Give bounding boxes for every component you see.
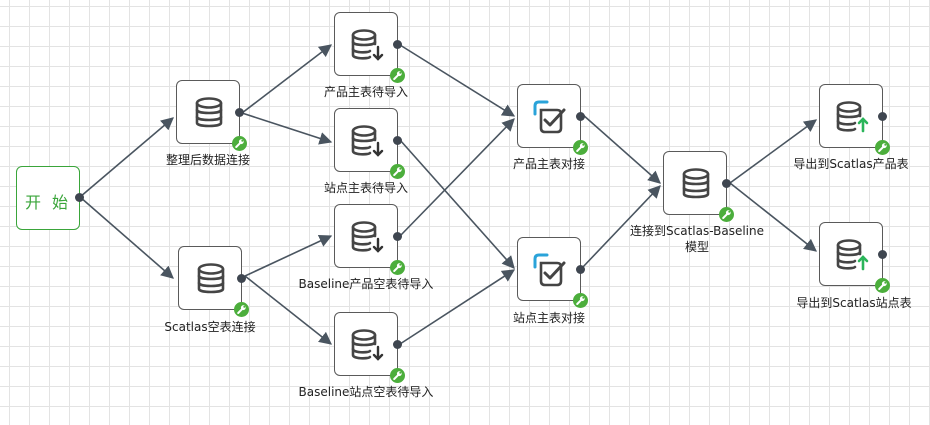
node-label: 站点主表待导入 (323, 181, 408, 195)
wrench-badge-icon (573, 140, 588, 155)
node-label: Scatlas空表连接 (164, 320, 256, 334)
database-import-icon (351, 29, 384, 61)
node-product-master-import[interactable] (334, 12, 405, 83)
edge-site-match-to-baseline-conn[interactable] (581, 185, 661, 269)
node-product-master-match[interactable] (517, 84, 588, 155)
node-label: Baseline产品空表待导入 (298, 277, 434, 291)
node-baseline-site-import[interactable] (334, 312, 405, 383)
edge-product-import-to-product-match[interactable] (399, 44, 516, 117)
database-icon (197, 263, 225, 294)
edge-product-match-to-baseline-conn[interactable] (581, 113, 661, 184)
node-label: 整理后数据连接 (165, 153, 250, 167)
edge-scatlas-to-baseline-site[interactable] (244, 275, 333, 345)
node-site-master-match[interactable] (517, 237, 588, 308)
node-label: 导出到Scatlas产品表 (793, 157, 909, 171)
edge-site-import-to-site-match[interactable] (399, 139, 515, 269)
wrench-badge-icon (719, 207, 734, 222)
start-label: 开 始 (24, 193, 72, 212)
wrench-badge-icon (875, 278, 890, 293)
edge-tidy-to-site-import[interactable] (241, 112, 333, 145)
wrench-badge-icon (390, 368, 405, 383)
wrench-badge-icon (232, 136, 247, 151)
checkbox-icon (533, 253, 566, 287)
wrench-badge-icon (390, 164, 405, 179)
node-site-master-import[interactable] (334, 108, 405, 179)
output-port[interactable] (235, 108, 244, 117)
database-export-icon (836, 239, 869, 271)
database-import-icon (351, 221, 384, 253)
output-port[interactable] (393, 40, 402, 49)
node-baseline-product-import[interactable] (334, 204, 405, 275)
node-label: Baseline站点空表待导入 (298, 385, 434, 399)
database-export-icon (836, 101, 869, 133)
node-label: 产品主表对接 (512, 157, 585, 171)
edge-scatlas-to-baseline-product[interactable] (244, 235, 333, 277)
edge-tidy-to-product-import[interactable] (241, 44, 333, 114)
output-port[interactable] (75, 193, 84, 202)
node-scatlas-empty-connection[interactable] (178, 246, 249, 317)
wrench-badge-icon (234, 302, 249, 317)
edge-baseline-conn-to-export-site[interactable] (729, 182, 818, 252)
database-import-icon (351, 125, 384, 157)
node-label: 站点主表对接 (512, 311, 585, 325)
output-port[interactable] (878, 112, 887, 121)
database-import-icon (351, 329, 384, 361)
output-port[interactable] (393, 136, 402, 145)
node-label: 连接到Scatlas-Baseline模型 (630, 224, 764, 254)
wrench-badge-icon (573, 293, 588, 308)
node-label: 导出到Scatlas站点表 (796, 296, 912, 310)
edge-baseline-conn-to-export-product[interactable] (729, 119, 818, 184)
database-icon (682, 168, 710, 199)
node-label: 产品主表待导入 (323, 85, 408, 99)
output-port[interactable] (237, 274, 246, 283)
edge-baseline-product-to-product-match[interactable] (399, 118, 515, 237)
node-scatlas-baseline-connection[interactable] (663, 151, 734, 222)
wrench-badge-icon (875, 140, 890, 155)
node-tidy-data-connection[interactable] (176, 80, 247, 151)
output-port[interactable] (878, 250, 887, 259)
checkbox-icon (533, 100, 566, 134)
node-export-scatlas-site[interactable] (819, 222, 890, 293)
output-port[interactable] (576, 112, 585, 121)
edge-start-to-tidy[interactable] (79, 117, 174, 198)
output-port[interactable] (722, 179, 731, 188)
wrench-badge-icon (390, 260, 405, 275)
edge-baseline-site-to-site-match[interactable] (399, 269, 516, 345)
wrench-badge-icon (390, 68, 405, 83)
start-node[interactable]: 开 始 (16, 166, 84, 230)
node-export-scatlas-product[interactable] (819, 84, 890, 155)
output-port[interactable] (393, 340, 402, 349)
output-port[interactable] (576, 265, 585, 274)
database-icon (195, 97, 223, 128)
edge-start-to-scatlas[interactable] (79, 196, 174, 279)
output-port[interactable] (393, 232, 402, 241)
